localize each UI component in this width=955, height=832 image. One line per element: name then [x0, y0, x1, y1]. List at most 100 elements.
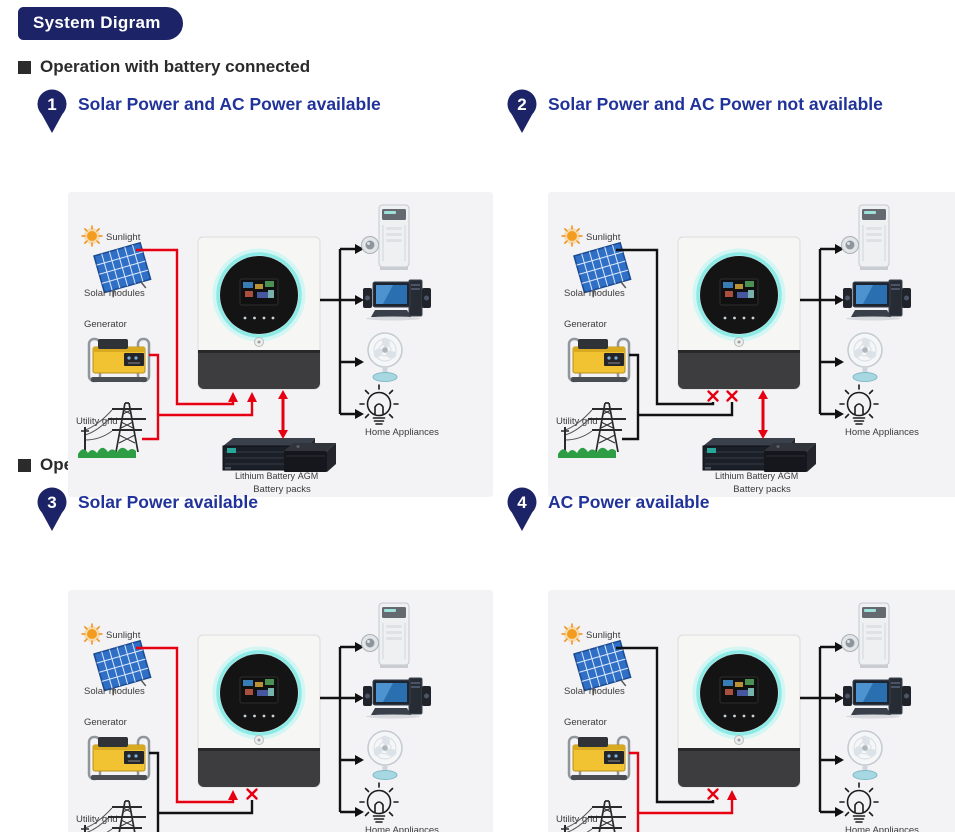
battery-packs-label: Battery packs [733, 484, 791, 495]
air-conditioner-icon [841, 204, 890, 270]
panel-heading: 1 Solar Power and AC Power available [35, 88, 505, 134]
sunlight-label: Sunlight [106, 630, 141, 641]
solar-input-x-mark [707, 788, 719, 800]
solar-input-line [616, 248, 715, 406]
solar-panel-icon [93, 639, 152, 696]
light-bulb-icon [359, 782, 399, 823]
computer-icon [843, 677, 911, 719]
inverter [677, 236, 801, 390]
light-bulb-icon [359, 384, 399, 425]
generator-label: Generator [84, 717, 127, 728]
panel-title: AC Power available [548, 492, 710, 512]
ac-input-x-mark [726, 390, 738, 402]
ac-input-x-mark [246, 788, 258, 800]
panel-title: Solar Power and AC Power not available [548, 94, 883, 114]
page-title: System Digram [18, 7, 183, 40]
sun-icon [561, 225, 583, 247]
panel-title: Solar Power available [78, 492, 258, 512]
inverter-lower-panel [198, 350, 320, 389]
sunlight-label: Sunlight [106, 232, 141, 243]
agm-label: AGM [298, 471, 319, 481]
computer-icon [843, 279, 911, 321]
lithium-battery-label: Lithium Battery [235, 471, 296, 481]
home-appliances-label: Home Appliances [845, 427, 919, 438]
fan-icon [367, 332, 403, 382]
agm-label: AGM [778, 471, 799, 481]
utility-grid-label: Utility grid [556, 416, 598, 427]
air-conditioner-icon [361, 204, 410, 270]
ac-input-line [142, 353, 254, 441]
diagram-panel: 1 Solar Power and AC Power available Sun… [37, 89, 493, 497]
sun-icon [561, 623, 583, 645]
utility-grid-label: Utility grid [76, 814, 118, 825]
generator-icon [87, 337, 151, 383]
inverter-lower-panel [678, 748, 800, 787]
battery-flow-arrow [758, 390, 768, 439]
solar-input-line [136, 248, 235, 406]
solar-panel-icon [573, 241, 632, 298]
solar-modules-label: Solar modules [84, 686, 145, 697]
badge-pointer [510, 112, 534, 133]
system-diagram: Sunlight Solar modules Generator [68, 590, 493, 832]
air-conditioner-icon [841, 602, 890, 668]
badge-pointer [510, 510, 534, 531]
home-appliances-label: Home Appliances [365, 825, 439, 832]
diagram-panel: 3 Solar Power available Sunlight [37, 487, 493, 832]
grass [78, 447, 136, 458]
agm-battery-icon [764, 443, 816, 472]
inverter [677, 634, 801, 788]
ac-input-arrow [727, 790, 737, 800]
computer-icon [363, 279, 431, 321]
sunlight-label: Sunlight [586, 232, 621, 243]
generator-icon [567, 735, 631, 781]
appliance-wiring [800, 247, 836, 416]
badge-pointer [40, 112, 64, 133]
home-appliances-label: Home Appliances [845, 825, 919, 832]
solar-modules-label: Solar modules [564, 288, 625, 299]
fan-icon [847, 332, 883, 382]
appliance-wiring [320, 645, 356, 814]
ac-input-line [629, 751, 734, 832]
agm-battery-icon [284, 443, 336, 472]
solar-input-line [136, 646, 235, 804]
utility-grid-label: Utility grid [76, 416, 118, 427]
generator-label: Generator [564, 717, 607, 728]
appliance-arrows [355, 642, 364, 817]
system-diagram: Sunlight Solar modules Generator [548, 590, 955, 832]
section-label: Operation with battery connected [40, 57, 311, 76]
utility-grid-icon [81, 800, 146, 832]
number-badge: 1 [37, 89, 67, 133]
sunlight-label: Sunlight [586, 630, 621, 641]
badge-pointer [40, 510, 64, 531]
generator-icon [87, 735, 151, 781]
solar-modules-label: Solar modules [84, 288, 145, 299]
system-diagram: Sunlight Solar modules Generator [68, 192, 493, 497]
sun-icon [81, 623, 103, 645]
solar-input-arrow [228, 392, 238, 402]
grass [558, 447, 616, 458]
fan-icon [367, 730, 403, 780]
badge-circle [507, 89, 537, 119]
solar-input-arrow [228, 790, 238, 800]
badge-circle [37, 89, 67, 119]
badge-number: 2 [517, 95, 526, 114]
ac-input-line [622, 353, 734, 441]
computer-icon [363, 677, 431, 719]
generator-label: Generator [564, 319, 607, 330]
appliance-wiring [800, 645, 836, 814]
number-badge: 3 [37, 487, 67, 531]
generator-label: Generator [84, 319, 127, 330]
solar-panel-icon [93, 241, 152, 298]
badge-circle [507, 487, 537, 517]
solar-panel-icon [573, 639, 632, 696]
ac-input-line [149, 751, 254, 832]
diagram-panel: 4 AC Power available Sunlight [507, 487, 955, 832]
system-diagram: Sunlight Solar modules Generator [548, 192, 955, 497]
badge-number: 1 [47, 95, 56, 114]
inverter-lower-panel [198, 748, 320, 787]
utility-grid-label: Utility grid [556, 814, 598, 825]
home-appliances-label: Home Appliances [365, 427, 439, 438]
square-bullet-icon [18, 458, 31, 472]
ac-input-arrow [247, 392, 257, 402]
